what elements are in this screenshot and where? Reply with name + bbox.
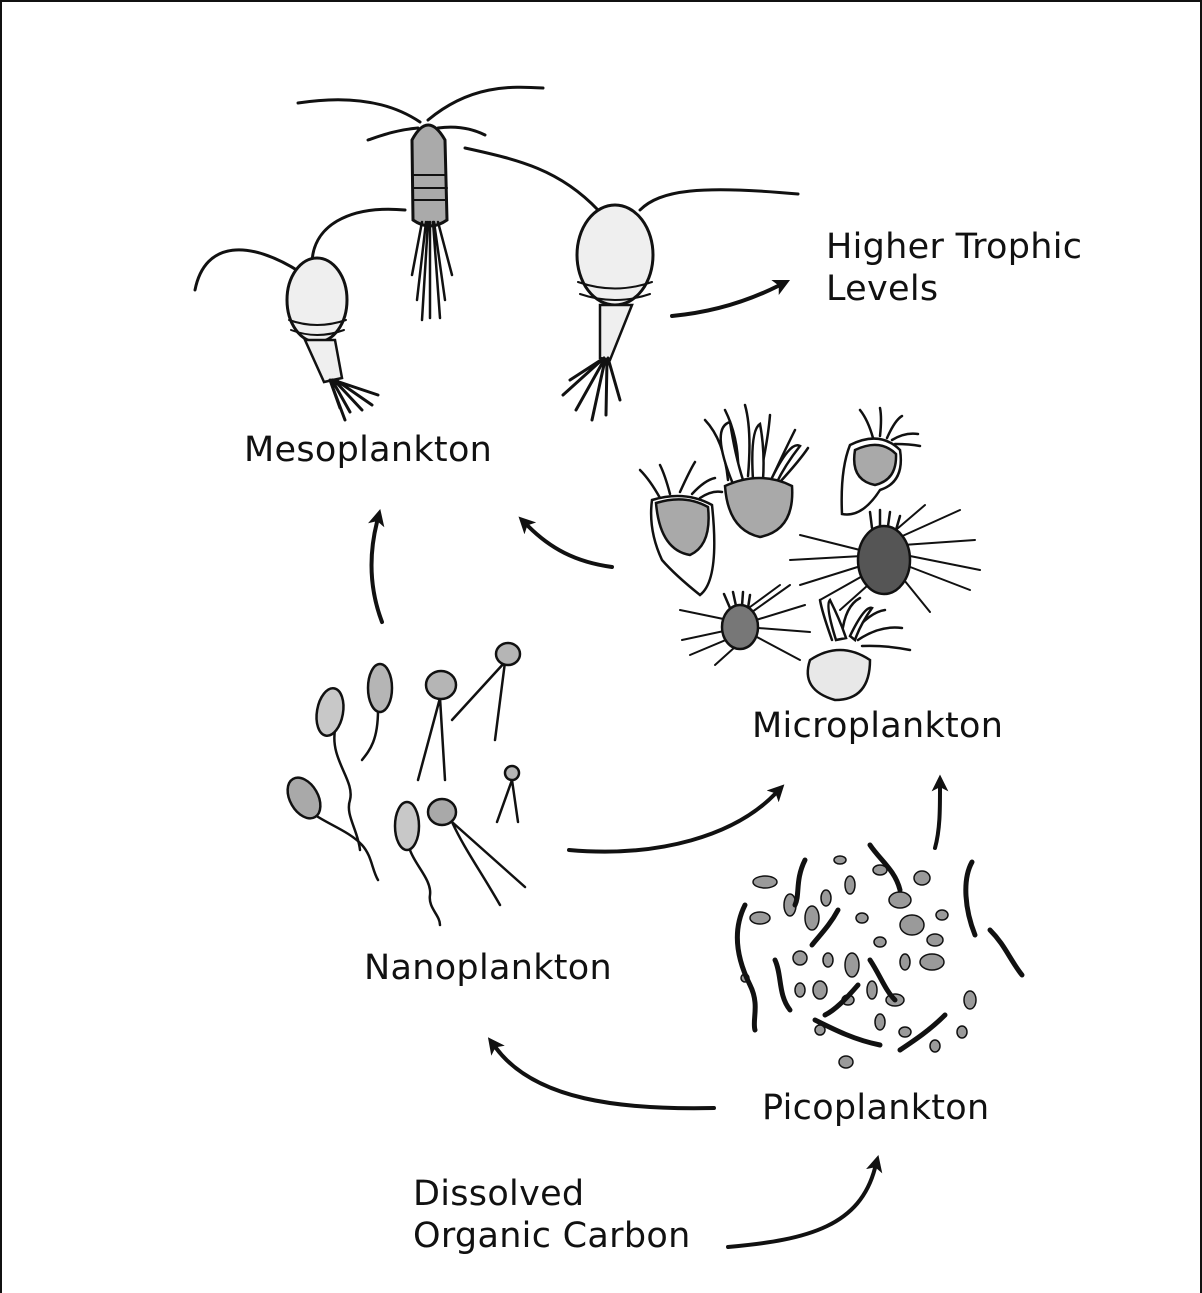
ciliate-icon: [705, 405, 808, 537]
ciliate-icon: [680, 585, 810, 665]
arrow-pico-to-micro: [935, 788, 940, 848]
flagellate-icon: [281, 643, 525, 925]
label-dissolved-organic-carbon: Dissolved Organic Carbon: [413, 1173, 691, 1257]
label-microplankton: Microplankton: [752, 705, 1003, 747]
arrow-pico-to-nano: [496, 1048, 714, 1108]
ciliate-icon: [842, 408, 920, 515]
label-doc-line2: Organic Carbon: [413, 1215, 691, 1257]
label-picoplankton: Picoplankton: [762, 1087, 989, 1129]
arrow-nano-to-meso: [372, 522, 382, 622]
label-higher-trophic-line1: Higher Trophic: [826, 226, 1082, 268]
copepod-icon: [465, 148, 798, 420]
label-nanoplankton: Nanoplankton: [364, 947, 612, 989]
label-mesoplankton: Mesoplankton: [244, 429, 492, 471]
copepod-icon: [195, 209, 405, 420]
label-higher-trophic-line2: Levels: [826, 268, 1082, 310]
ciliate-icon: [790, 505, 980, 612]
arrow-meso-to-higher: [672, 286, 778, 316]
label-higher-trophic-levels: Higher Trophic Levels: [826, 226, 1082, 310]
ciliate-icon: [640, 462, 722, 595]
label-doc-line1: Dissolved: [413, 1173, 691, 1215]
bacteria-icon: [737, 845, 1022, 1068]
arrow-doc-to-pico: [728, 1168, 875, 1247]
ciliate-icon: [808, 598, 910, 700]
arrow-nano-to-micro: [569, 794, 775, 852]
arrow-micro-to-meso: [528, 526, 612, 567]
